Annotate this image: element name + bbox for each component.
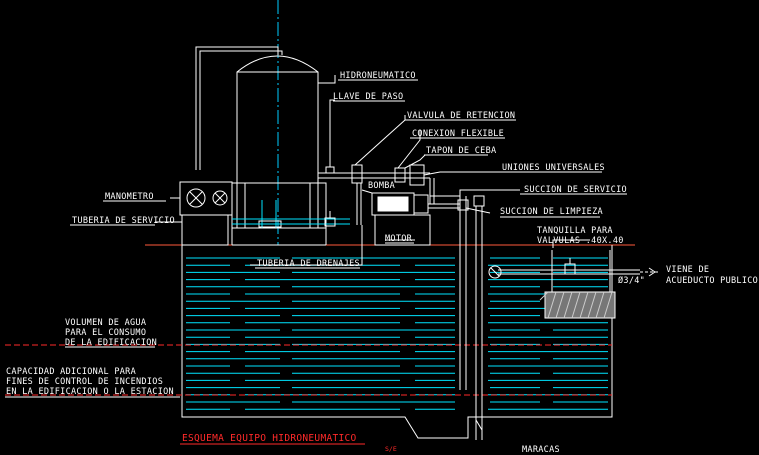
pressure-tank — [231, 55, 327, 246]
leader-lines — [155, 75, 590, 266]
diagram-title: ESQUEMA EQUIPO HIDRONEUMATICO — [182, 433, 357, 444]
pump-motor — [371, 178, 460, 246]
label-valvula-retencion: VALVULA DE RETENCION — [407, 111, 515, 121]
label-succion-limpieza: SUCCION DE LIMPIEZA — [500, 207, 603, 217]
label-conexion-flexible: CONEXION FLEXIBLE — [412, 129, 504, 139]
label-tanquilla-2: VALVULAS .40X.40 — [537, 236, 624, 246]
label-bomba: BOMBA — [368, 181, 395, 191]
label-capacidad-1: CAPACIDAD ADICIONAL PARA — [6, 367, 136, 377]
label-capacidad-2: FINES DE CONTROL DE INCENDIOS — [6, 377, 163, 387]
label-maracas: MARACAS — [522, 445, 560, 455]
scale-note: S/E — [385, 445, 397, 453]
label-uniones-universales: UNIONES UNIVERSALES — [502, 163, 605, 173]
service-pump — [179, 181, 233, 246]
suction-pipes — [457, 195, 485, 440]
discharge-pipe — [318, 160, 430, 227]
label-capacidad-3: EN LA EDIFICACION O LA ESTACION — [6, 387, 174, 397]
label-tanquilla-1: TANQUILLA PARA — [537, 226, 613, 236]
service-pipe — [232, 218, 350, 225]
label-volumen-1: VOLUMEN DE AGUA — [65, 318, 146, 328]
label-manometro: MANOMETRO — [105, 192, 154, 202]
label-motor: MOTOR — [385, 234, 413, 244]
valve-box — [488, 250, 660, 319]
label-tapon-de-ceba: TAPON DE CEBA — [426, 146, 496, 156]
label-viene-de: VIENE DE — [666, 265, 709, 275]
label-diametro: Ø3/4" — [618, 275, 645, 286]
label-acueducto-publico: ACUEDUCTO PUBLICO — [666, 276, 758, 286]
label-volumen-2: PARA EL CONSUMO — [65, 328, 146, 338]
label-underlines — [5, 79, 627, 398]
label-tuberia-servicio: TUBERIA DE SERVICIO — [72, 216, 175, 226]
top-pipe — [195, 46, 283, 170]
label-tuberia-drenajes: TUBERIA DE DRENAJES — [257, 259, 360, 269]
label-succion-servicio: SUCCION DE SERVICIO — [524, 185, 627, 195]
label-llave-de-paso: LLAVE DE PASO — [333, 92, 403, 102]
label-hidroneumatico: HIDRONEUMATICO — [340, 71, 416, 81]
label-volumen-3: DE LA EDIFICACION — [65, 338, 157, 348]
